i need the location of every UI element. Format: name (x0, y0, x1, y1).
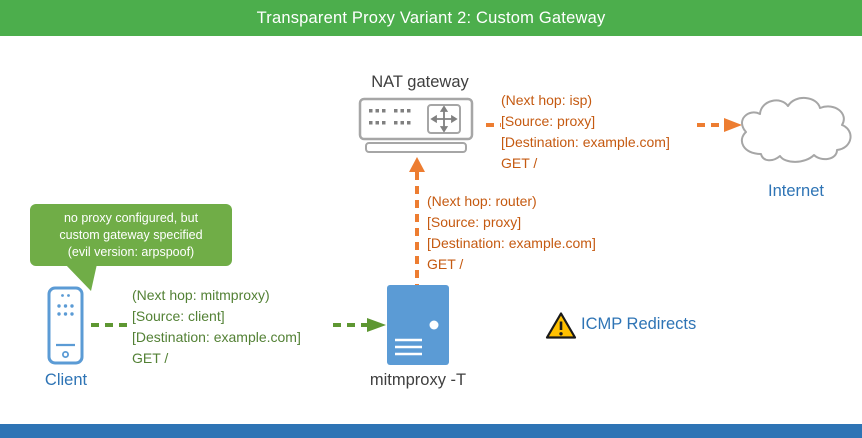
flow-line: [Destination: example.com] (132, 329, 301, 345)
icmp-redirects-label: ICMP Redirects (581, 315, 697, 333)
flow-line: (Next hop: isp) (501, 92, 593, 108)
diagram-title: Transparent Proxy Variant 2: Custom Gate… (256, 8, 606, 27)
gateway-to-internet-arrow (486, 118, 742, 132)
gateway-to-internet-flow-text: (Next hop: isp) [Source: proxy] [Destina… (501, 90, 670, 174)
internet-label: Internet (768, 182, 824, 200)
callout-bubble: no proxy configured, but custom gateway … (30, 204, 232, 266)
mitmproxy-label: mitmproxy -T (369, 371, 467, 389)
flow-line: (Next hop: router) (427, 193, 537, 209)
proxy-to-gateway-flow-text: (Next hop: router) [Source: proxy] [Dest… (427, 191, 596, 275)
flow-line: GET / (427, 256, 464, 272)
mitmproxy-server-icon (387, 285, 449, 365)
flow-line: [Source: proxy] (427, 214, 522, 230)
internet-cloud-icon (741, 97, 852, 163)
client-label: Client (44, 371, 88, 389)
nat-gateway-label: NAT gateway (371, 73, 469, 91)
flow-line: [Source: client] (132, 308, 225, 324)
footer-bar (0, 424, 862, 438)
warning-triangle-icon (545, 312, 577, 339)
callout-tail (65, 264, 97, 291)
callout-line: custom gateway specified (59, 228, 203, 242)
client-to-proxy-arrow (91, 318, 386, 332)
callout-line: no proxy configured, but (63, 211, 199, 225)
proxy-to-gateway-arrow (409, 157, 425, 286)
title-bar: Transparent Proxy Variant 2: Custom Gate… (0, 0, 862, 36)
router-switch-icon (358, 97, 474, 153)
client-smartphone-icon (47, 286, 84, 365)
flow-line: [Source: proxy] (501, 113, 596, 129)
callout-line: (evil version: arpspoof) (67, 245, 195, 259)
flow-line: [Destination: example.com] (427, 235, 596, 251)
client-to-proxy-flow-text: (Next hop: mitmproxy) [Source: client] [… (132, 285, 301, 369)
flow-line: (Next hop: mitmproxy) (132, 287, 270, 303)
flow-line: GET / (501, 155, 538, 171)
flow-line: [Destination: example.com] (501, 134, 670, 150)
flow-line: GET / (132, 350, 169, 366)
